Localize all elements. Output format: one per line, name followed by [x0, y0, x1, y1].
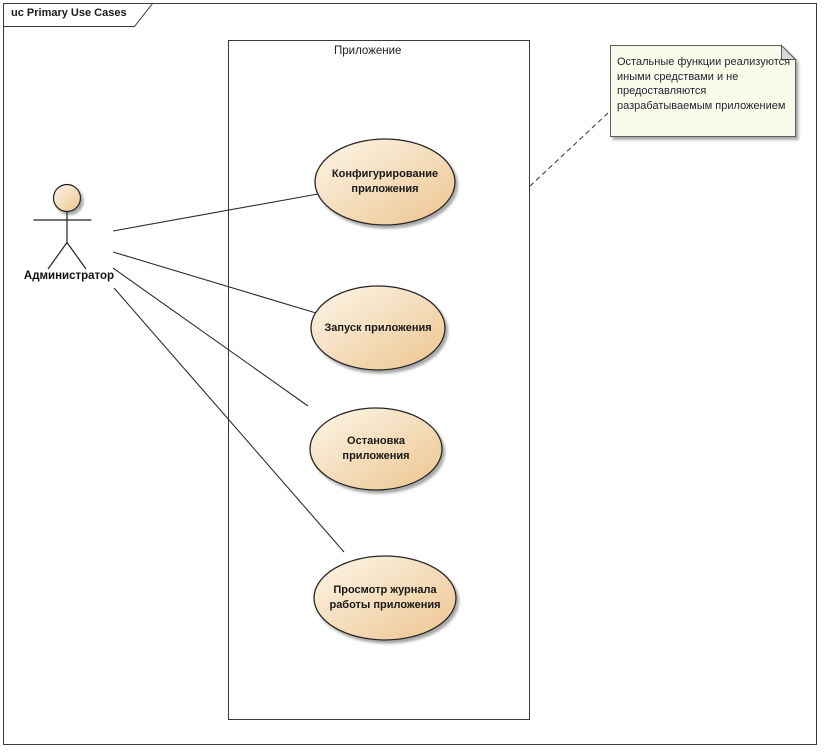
- note-text-line3: предоставляются: [617, 85, 707, 97]
- note-folded-corner-icon: [781, 44, 797, 60]
- association-actor-uc2: [112, 251, 317, 314]
- actor-left-leg-icon: [47, 242, 68, 270]
- actor-figure[interactable]: [33, 183, 92, 270]
- use-case-1-label-line1: Конфигурирование: [331, 168, 439, 180]
- frame-title: uc Primary Use Cases: [11, 7, 127, 19]
- note-text-line1: Остальные функции реализуются: [617, 56, 791, 68]
- use-case-3-ellipse[interactable]: [309, 407, 443, 491]
- use-case-1-label: Конфигурирование приложения: [315, 140, 455, 224]
- association-actor-uc1: [112, 193, 319, 232]
- actor-label: Администратор: [23, 270, 115, 282]
- association-lines: [112, 193, 345, 553]
- use-case-2-ellipse[interactable]: [310, 285, 446, 371]
- use-case-1-ellipse[interactable]: [314, 138, 456, 226]
- actor-head-icon: [52, 183, 82, 213]
- use-case-2-label: Запуск приложения: [311, 287, 445, 369]
- note-shape[interactable]: [610, 44, 797, 137]
- use-case-4-ellipse[interactable]: [313, 555, 457, 641]
- use-case-4-label-line1: Просмотр журнала: [333, 584, 437, 596]
- use-case-3-label: Остановка приложения: [310, 409, 442, 489]
- association-actor-uc4: [113, 287, 345, 553]
- actor-right-leg-icon: [66, 242, 87, 270]
- note-text-line4: разрабатываемым приложением: [617, 99, 786, 112]
- use-case-4-label-line2: работы приложения: [329, 599, 441, 611]
- note-text-line2: иными средствами и не: [617, 70, 739, 83]
- use-case-3-label-line2: приложения: [342, 450, 410, 462]
- use-case-3-label-line1: Остановка: [347, 435, 405, 447]
- use-case-4-label: Просмотр журнала работы приложения: [314, 557, 456, 639]
- note-body[interactable]: [610, 45, 796, 137]
- system-boundary-label: Приложение: [334, 45, 402, 57]
- association-actor-uc3: [112, 267, 309, 407]
- frame-title-tab: [3, 3, 154, 27]
- note-link-line: [528, 112, 609, 188]
- use-case-2-label-line1: Запуск приложения: [324, 321, 432, 334]
- note-text: Остальные функции реализуются иными сред…: [617, 55, 793, 113]
- use-case-1-label-line2: приложения: [351, 183, 419, 195]
